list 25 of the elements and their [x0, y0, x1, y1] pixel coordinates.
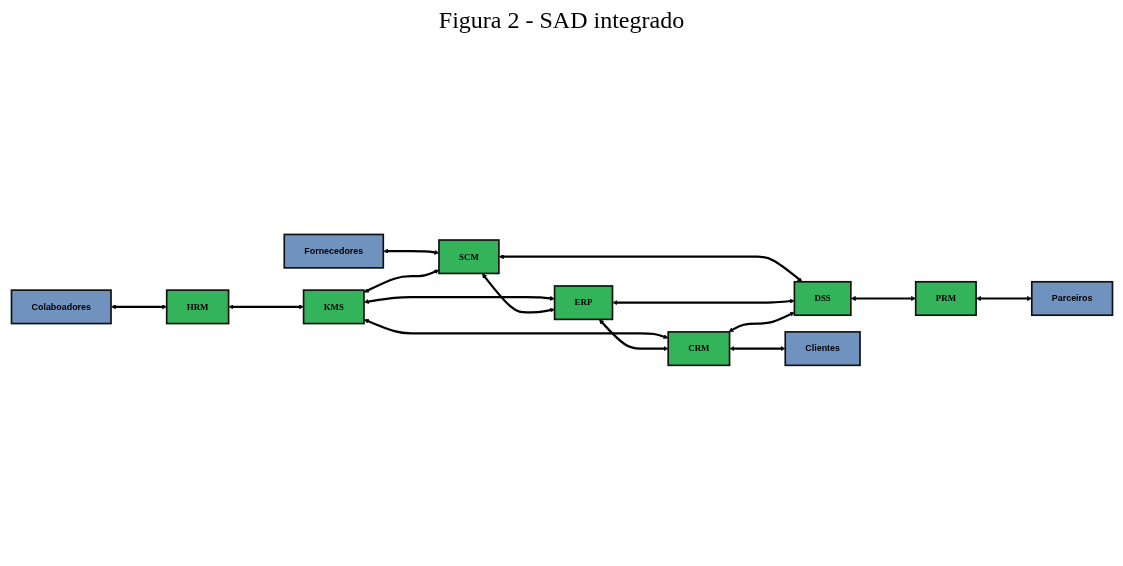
arrow [481, 273, 555, 314]
node-box: HRM [165, 289, 229, 325]
diagram-title: Figura 2 - SAD integrado [437, 6, 686, 35]
node-box: SCM [437, 239, 500, 275]
arrow [363, 296, 555, 305]
arrow [228, 304, 304, 310]
node-box: Colaboadores [10, 289, 112, 325]
arrow [850, 296, 916, 302]
arrow [110, 304, 167, 310]
arrow [728, 312, 795, 333]
arrow [498, 254, 802, 283]
arrow [363, 319, 668, 340]
arrow [598, 319, 668, 352]
node-box: CRM [666, 331, 730, 367]
node-box: Parceiros [1030, 281, 1113, 317]
node-box: DSS [793, 281, 852, 317]
node-box: ERP [553, 285, 613, 321]
arrow [729, 346, 785, 352]
arrow [363, 269, 439, 293]
node-box: KMS [302, 289, 365, 325]
node-box: PRM [914, 281, 977, 317]
arrow [975, 296, 1032, 302]
arrow [382, 248, 439, 255]
node-box: Clientes [783, 331, 861, 367]
node-box: Fornecedores [282, 233, 384, 269]
